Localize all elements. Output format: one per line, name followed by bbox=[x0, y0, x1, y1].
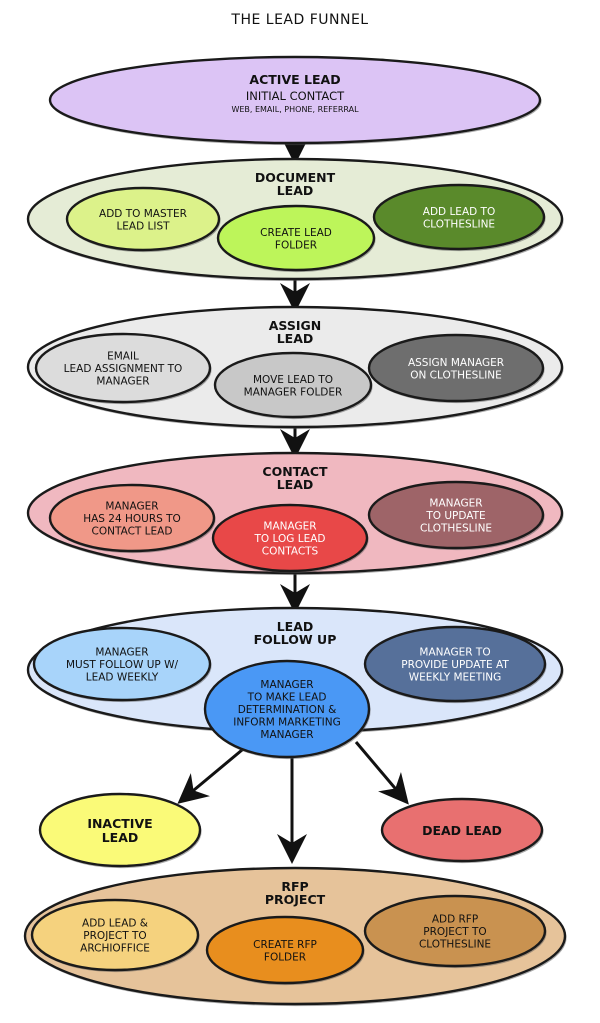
step-label: FOLDER bbox=[264, 951, 306, 963]
step-label: CONTACT LEAD bbox=[92, 526, 173, 538]
step-label: CLOTHESLINE bbox=[423, 218, 495, 230]
step-label: MANAGER TO bbox=[419, 647, 490, 659]
step-label: MANAGER bbox=[429, 498, 482, 510]
stage-detail: WEB, EMAIL, PHONE, REFERRAL bbox=[231, 105, 359, 114]
step-label: ADD TO MASTER bbox=[99, 208, 187, 220]
step-label: PROJECT TO bbox=[83, 930, 146, 942]
arrow-to-inactive bbox=[177, 743, 249, 804]
stage-title: CONTACT bbox=[262, 464, 328, 479]
stage-subtitle: INITIAL CONTACT bbox=[246, 89, 345, 103]
step-label: ADD LEAD & bbox=[82, 918, 148, 930]
step-label: MANAGER bbox=[260, 729, 313, 741]
step-label: EMAIL bbox=[107, 351, 139, 363]
step-label: INFORM MARKETING bbox=[233, 717, 341, 729]
stage-title: DOCUMENT bbox=[255, 170, 336, 185]
stage-title: LEAD bbox=[277, 477, 314, 492]
step-label: MANAGER bbox=[96, 376, 149, 388]
diagram-title: THE LEAD FUNNEL bbox=[230, 12, 368, 28]
step-label: HAS 24 HOURS TO bbox=[83, 513, 181, 525]
step-label: MOVE LEAD TO bbox=[253, 374, 333, 386]
step-label: LEAD ASSIGNMENT TO bbox=[64, 363, 183, 375]
step-label: MANAGER FOLDER bbox=[244, 386, 343, 398]
outcome-label: INACTIVE bbox=[87, 816, 152, 831]
step-label: PROJECT TO bbox=[423, 926, 486, 938]
step-label: CREATE LEAD bbox=[260, 227, 332, 239]
step-label: ADD LEAD TO bbox=[423, 206, 495, 218]
step-label: LEAD LIST bbox=[116, 220, 170, 232]
step-label: ADD RFP bbox=[432, 914, 478, 926]
step-label: DETERMINATION & bbox=[238, 704, 337, 716]
step-label: ASSIGN MANAGER bbox=[408, 357, 504, 369]
stage-title: FOLLOW UP bbox=[254, 632, 337, 647]
step-label: TO MAKE LEAD bbox=[247, 692, 327, 704]
outcome-label: DEAD LEAD bbox=[422, 823, 502, 838]
step-label: CREATE RFP bbox=[253, 939, 317, 951]
stage-active: ACTIVE LEAD INITIAL CONTACT WEB, EMAIL, PH… bbox=[48, 55, 542, 146]
step-label: ON CLOTHESLINE bbox=[410, 369, 502, 381]
step-label: MANAGER bbox=[95, 647, 148, 659]
step-label: WEEKLY MEETING bbox=[409, 672, 502, 684]
stage-title: ASSIGN bbox=[269, 318, 322, 333]
arrow-to-dead bbox=[354, 741, 409, 805]
step-label: CLOTHESLINE bbox=[419, 939, 491, 951]
step-label: FOLDER bbox=[275, 239, 317, 251]
step-label: TO LOG LEAD bbox=[254, 533, 326, 545]
step-label: MANAGER bbox=[263, 521, 316, 533]
step-label: PROVIDE UPDATE AT bbox=[401, 659, 509, 671]
stage-title: ACTIVE LEAD bbox=[249, 72, 340, 87]
step-label: MANAGER bbox=[260, 679, 313, 691]
step-label: CLOTHESLINE bbox=[420, 523, 492, 535]
step-label: ARCHIOFFICE bbox=[80, 943, 150, 955]
stage-title: LEAD bbox=[277, 619, 314, 634]
step-label: MANAGER bbox=[105, 501, 158, 513]
step-label: MUST FOLLOW UP W/ bbox=[66, 659, 179, 671]
step-label: TO UPDATE bbox=[425, 510, 485, 522]
stage-title: RFP bbox=[281, 879, 308, 894]
outcome-dead: DEAD LEAD bbox=[380, 797, 544, 864]
step-label: CONTACTS bbox=[262, 546, 319, 558]
outcome-label: LEAD bbox=[102, 830, 139, 845]
stage-title: LEAD bbox=[277, 331, 314, 346]
step-label: LEAD WEEKLY bbox=[86, 672, 159, 684]
stage-title: LEAD bbox=[277, 183, 314, 198]
stage-title: PROJECT bbox=[265, 892, 326, 907]
